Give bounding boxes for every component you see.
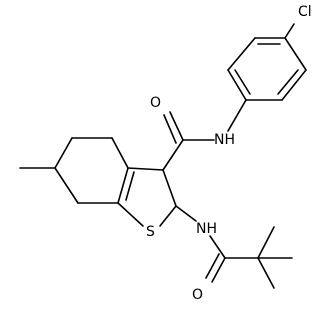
atom-chlorine: Cl bbox=[298, 4, 312, 20]
bond-acyl-o-1 bbox=[211, 257, 226, 283]
atom-oxygen-pivaloyl: O bbox=[192, 287, 203, 303]
bond-aryl-2 bbox=[227, 37, 256, 71]
bond-c7a-c3a-inner bbox=[125, 171, 135, 201]
bond-c2-s bbox=[159, 205, 177, 227]
atom-nh-pivaloyl: NH bbox=[196, 221, 217, 237]
bond-aryl-5-inner bbox=[277, 69, 299, 95]
bond-cq-me-down bbox=[257, 257, 275, 289]
bond-aryl-nh bbox=[227, 99, 247, 132]
bond-s-c7a bbox=[117, 202, 144, 227]
bond-carbonyl-c3 bbox=[162, 139, 184, 171]
bond-aryl-6 bbox=[284, 37, 307, 71]
bond-nh-acyl bbox=[209, 235, 226, 259]
bond-aryl-3-inner bbox=[234, 69, 251, 95]
bond-c7a-c3a bbox=[117, 167, 129, 204]
bond-c3-c2 bbox=[162, 169, 177, 207]
bond-carbonyl-o-1 bbox=[169, 111, 184, 141]
bond-carbonyl-o-2 bbox=[163, 114, 177, 144]
bond-c6-c7 bbox=[54, 167, 79, 204]
bonds bbox=[19, 23, 307, 289]
bond-c3a-c4 bbox=[111, 137, 129, 169]
bond-aryl-5 bbox=[281, 69, 307, 101]
atom-labels: Cl O NH S NH O bbox=[146, 4, 312, 303]
atom-sulfur: S bbox=[146, 224, 155, 240]
bond-c2-nh bbox=[175, 205, 197, 222]
bond-aryl-3 bbox=[227, 69, 247, 101]
bond-acyl-o-2 bbox=[205, 253, 220, 279]
bond-cq-me-up bbox=[257, 226, 275, 259]
atom-oxygen-amide: O bbox=[150, 95, 161, 111]
bond-cl-c bbox=[284, 23, 295, 39]
bond-c5-c6 bbox=[54, 137, 73, 169]
atom-nh-amide: NH bbox=[214, 132, 235, 148]
bond-c3a-c3 bbox=[127, 167, 164, 171]
